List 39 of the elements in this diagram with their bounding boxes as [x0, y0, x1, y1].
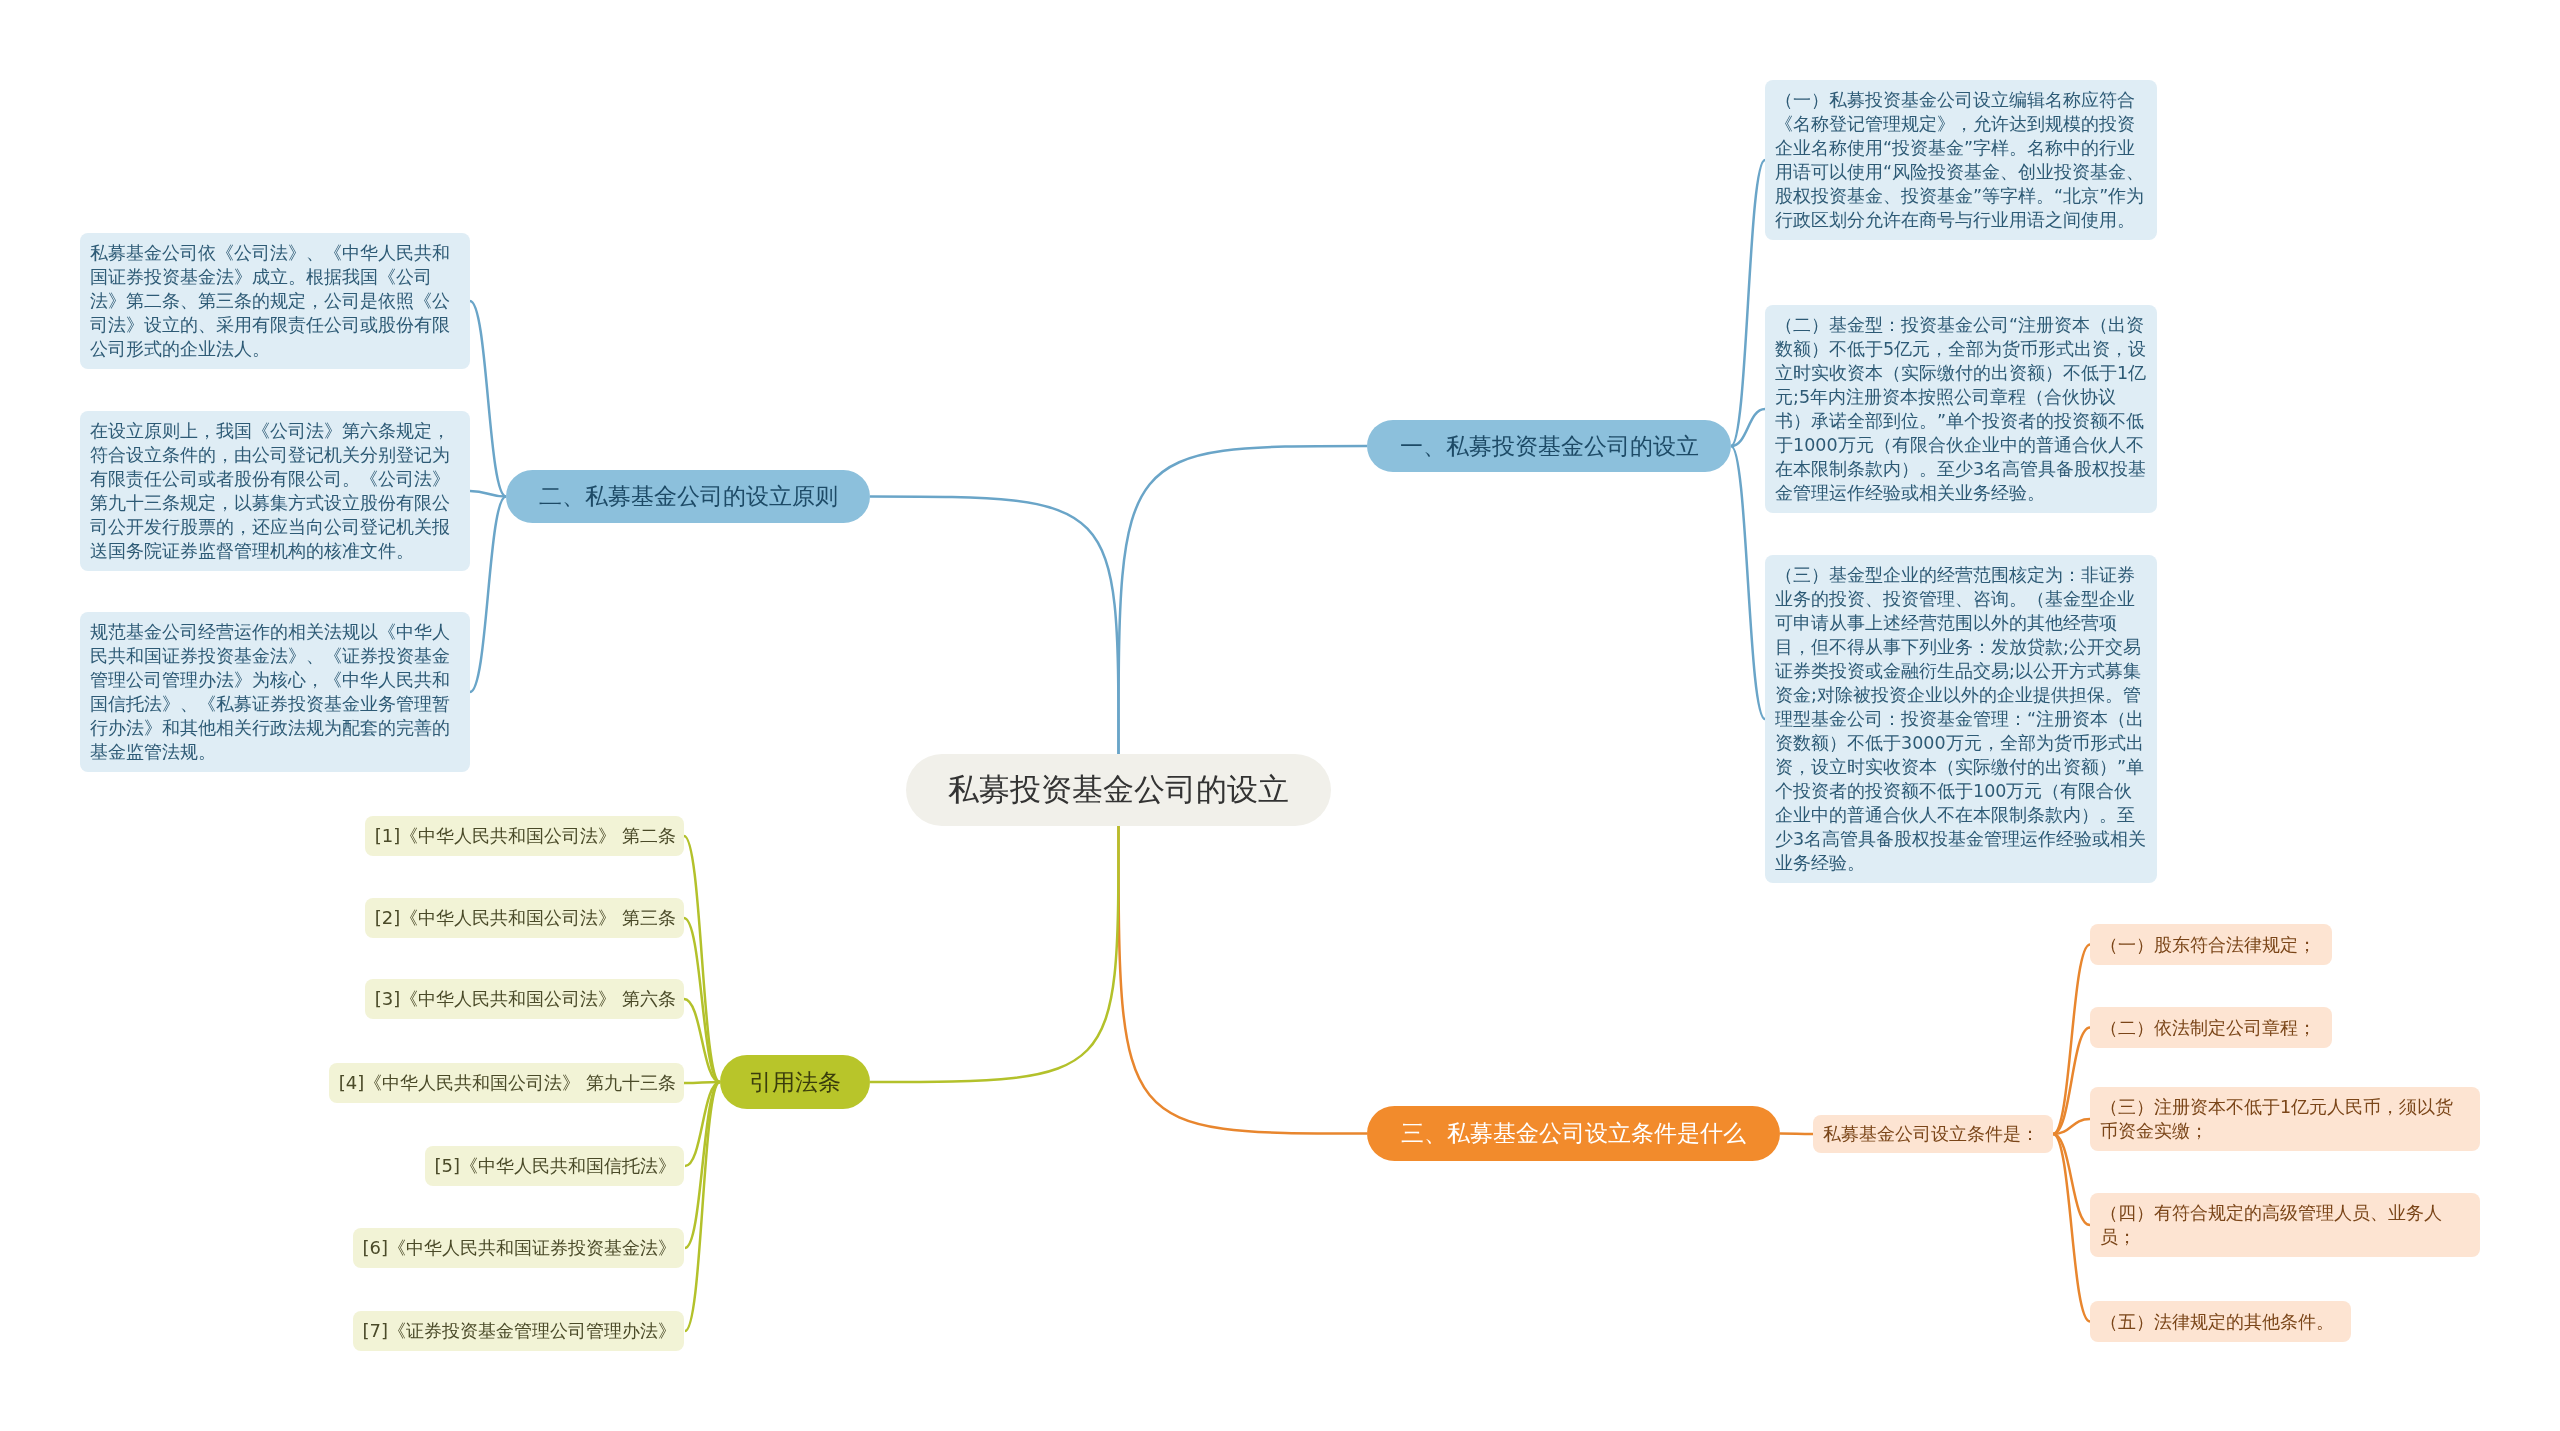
subtopic-card: （五）法律规定的其他条件。 [2090, 1301, 2351, 1342]
connector-line [870, 826, 1120, 1084]
subtopic-card: （二）依法制定公司章程； [2090, 1007, 2332, 1048]
subtopic-card: （一）股东符合法律规定； [2090, 924, 2332, 965]
connector-line [870, 495, 1120, 754]
text-card: 在设立原则上，我国《公司法》第六条规定，符合设立条件的，由公司登记机关分别登记为有限责任公司或者股份有限公司。《公司法》第九十三条规定，以募集方式设立股份有限公司公开发行股票的，还应当向公司登记机关报送国务院证券监督管理机构的核准文件。 [80, 411, 470, 571]
connector-line [2052, 1132, 2091, 1227]
connector-line [2052, 1026, 2091, 1136]
subtopic-card: （三）注册资本不低于1亿元人民币，须以货币资金实缴； [2090, 1087, 2480, 1151]
connector-line [1780, 1132, 1813, 1136]
reference-card: [6]《中华人民共和国证券投资基金法》 [352, 1228, 684, 1268]
subtopic-card: 私募基金公司设立条件是： [1813, 1115, 2053, 1153]
text-card: （二）基金型：投资基金公司“注册资本（出资数额）不低于5亿元，全部为货币形式出资，设立时实收资本（实际缴付的出资额）不低于1亿元;5年内注册资本按照公司章程（合伙协议书）承诺全部到位。”单个投资者的投资额不低于1000万元（有限合伙企业中的普通合伙人不在本限制条款内）。至少3名高管具备股权投基金管理运作经验或相关业务经验。 [1765, 305, 2157, 513]
reference-card: [2]《中华人民共和国公司法》 第三条 [364, 898, 684, 938]
reference-card: [1]《中华人民共和国公司法》 第二条 [364, 816, 684, 856]
branch-topic: 一、私募投资基金公司的设立 [1367, 420, 1731, 472]
connector-line [1729, 159, 1767, 447]
connector-line [469, 300, 507, 498]
text-card: （一）私募投资基金公司设立编辑名称应符合《名称登记管理规定》，允许达到规模的投资企业名称使用“投资基金”字样。名称中的行业用语可以使用“风险投资基金、创业投资基金、股权投资基金、投资基金”等字样。“北京”作为行政区划分允许在商号与行业用语之间使用。 [1765, 80, 2157, 240]
connector-line [469, 489, 507, 498]
reference-card: [3]《中华人民共和国公司法》 第六条 [364, 979, 684, 1019]
reference-card: [4]《中华人民共和国公司法》 第九十三条 [328, 1063, 684, 1103]
connector-line [2052, 1133, 2091, 1323]
branch-topic: 三、私募基金公司设立条件是什么 [1367, 1106, 1780, 1161]
central-topic: 私募投资基金公司的设立 [906, 754, 1331, 826]
connector-line [469, 495, 507, 693]
branch-topic: 二、私募基金公司的设立原则 [506, 470, 870, 523]
text-card: （三）基金型企业的经营范围核定为：非证券业务的投资、投资管理、咨询。（基金型企业可申请从事上述经营范围以外的其他经营项目，但不得从事下列业务：发放贷款;公开交易证券类投资或金融衍生品交易;以公开方式募集资金;对除被投资企业以外的企业提供担保。管理型基金公司：投资基金管理：“注册资本（出资数额）不低于3000万元，全部为货币形式出资，设立时实收资本（实际缴付的出资额）”单个投资者的投资额不低于100万元（有限合伙企业中的普通合伙人不在本限制条款内）。至少3名高管具备股权投基金管理运作经验或相关业务经验。 [1765, 555, 2157, 883]
subtopic-card: （四）有符合规定的高级管理人员、业务人员； [2090, 1193, 2480, 1257]
connector-line [2052, 943, 2091, 1135]
branch-topic: 引用法条 [720, 1055, 870, 1109]
reference-card: [7]《证券投资基金管理公司管理办法》 [352, 1311, 684, 1351]
connector-line [684, 1081, 721, 1332]
text-card: 规范基金公司经营运作的相关法规以《中华人民共和国证券投资基金法》、《证券投资基金管理公司管理办法》为核心，《中华人民共和国信托法》、《私募证券投资基金业务管理暂行办法》和其他相关行政法规为配套的完善的基金监管法规。 [80, 612, 470, 772]
text-card: 私募基金公司依《公司法》、《中华人民共和国证券投资基金法》成立。根据我国《公司法》第二条、第三条的规定，公司是依照《公司法》设立的、采用有限责任公司或股份有限公司形式的企业法人。 [80, 233, 470, 369]
connector-line [1730, 407, 1766, 448]
reference-card: [5]《中华人民共和国信托法》 [424, 1146, 684, 1186]
connector-line [683, 917, 721, 1083]
connector-line [1730, 445, 1766, 720]
